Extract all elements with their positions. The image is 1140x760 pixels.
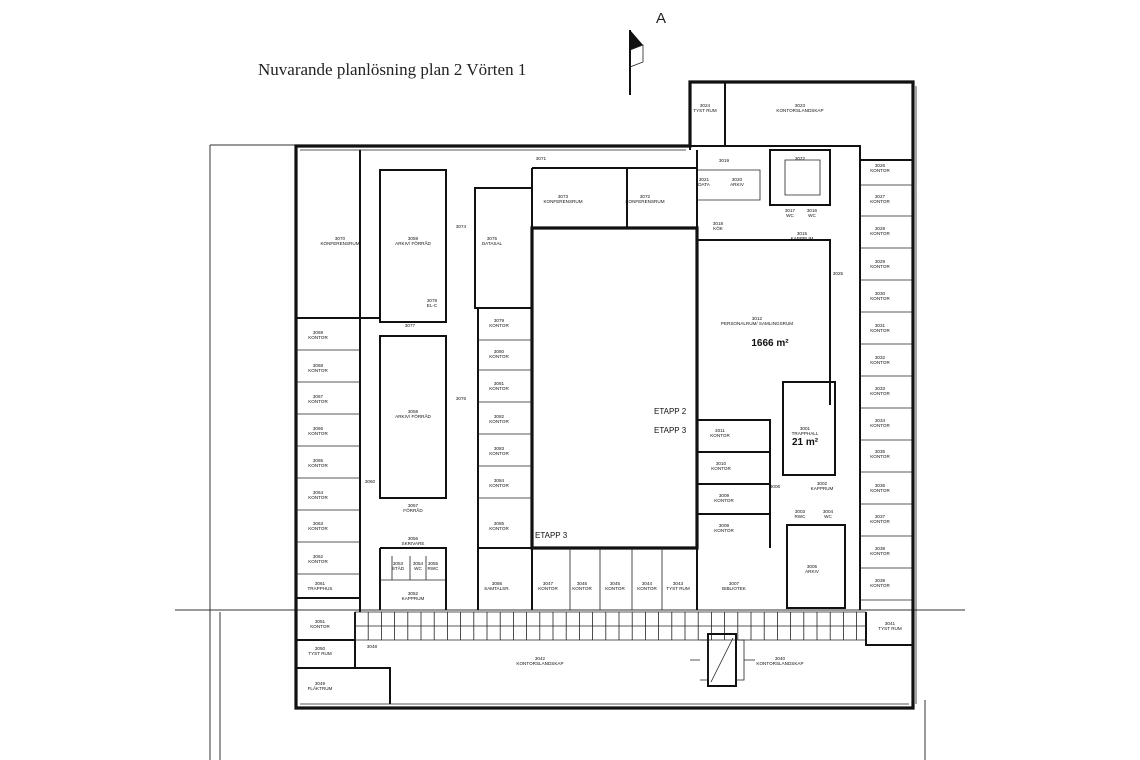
section-arrow-icon: [629, 30, 644, 95]
room-label-3076: 3076: [456, 396, 467, 401]
corridor-grid: [354, 611, 866, 641]
stair-hall-area: 21 m²: [792, 437, 819, 448]
etapp-label: ETAPP 3: [654, 426, 687, 435]
room-label-3071: 3071: [536, 156, 547, 161]
interior-walls: [296, 82, 913, 704]
room-label-3077: 3077: [405, 323, 416, 328]
room-label-3074: 3074: [456, 224, 467, 229]
room-label-3048: 3048: [367, 644, 378, 649]
room-label-3022: 3022: [795, 156, 806, 161]
site-boundary: [175, 144, 965, 760]
main-hall-area: 1666 m²: [751, 338, 789, 349]
courtyard: [530, 226, 699, 550]
room-label-3006: 3006: [770, 484, 781, 489]
shaft-symbol: [690, 633, 755, 687]
plan-title: Nuvarande planlösning plan 2 Vörten 1: [258, 60, 527, 79]
corridor-tiles: [354, 611, 866, 641]
etapp-label: ETAPP 2: [654, 407, 687, 416]
section-marker-label: A: [656, 10, 667, 27]
etapp-label: ETAPP 3: [535, 531, 568, 540]
room-label-3060: 3060: [365, 479, 376, 484]
room-label-3019: 3019: [719, 158, 730, 163]
room-label-3025: 3025: [833, 271, 844, 276]
